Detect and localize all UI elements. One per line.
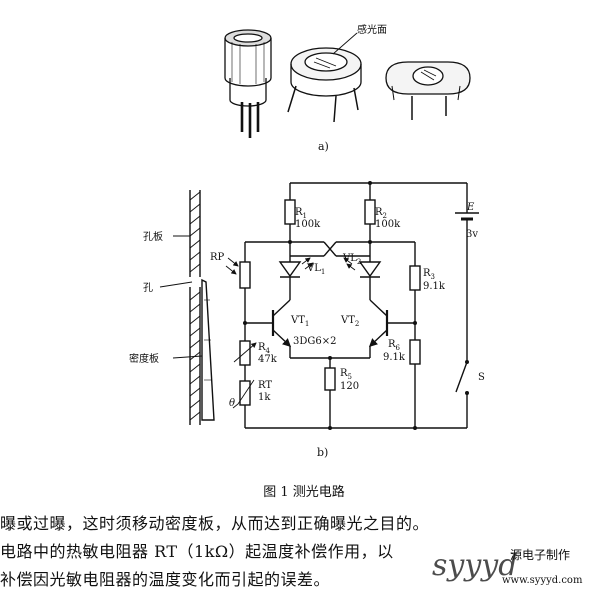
- value-r4: 47k: [258, 354, 278, 365]
- body-text-line-1: 曝或过曝，这时须移动密度板，从而达到正确曝光之目的。: [0, 514, 430, 533]
- value-r5: 120: [340, 381, 359, 392]
- label-r6: R6: [388, 339, 401, 352]
- label-e: E: [466, 202, 475, 213]
- value-r3: 9.1k: [423, 281, 446, 292]
- watermark-logo: syyyd 源电子制作 www.syyyd.com: [432, 548, 583, 586]
- caption-a: a): [318, 140, 329, 153]
- watermark-url: www.syyyd.com: [502, 575, 583, 586]
- figure-caption: 图 1 测光电路: [263, 485, 345, 500]
- sensing-surface-label: 感光面: [357, 23, 387, 36]
- hole-label: 孔: [143, 282, 153, 294]
- value-r1: 100k: [295, 219, 321, 230]
- label-s: S: [478, 372, 485, 383]
- component-drawing-a: [224, 29, 471, 138]
- junction-dots: [243, 181, 469, 430]
- label-r3: R3: [423, 268, 435, 281]
- label-3v: 3v: [466, 229, 478, 240]
- value-rt: 1k: [258, 392, 271, 403]
- label-r5: R5: [340, 368, 352, 381]
- label-r2: R2: [375, 207, 387, 220]
- density-plate-label: 密度板: [129, 352, 159, 365]
- label-vt1: VT1: [290, 315, 309, 328]
- label-vl1: VL1: [306, 263, 325, 276]
- label-r4: R4: [258, 342, 271, 355]
- label-r1: R1: [295, 207, 307, 220]
- label-vl2: VL2: [342, 253, 361, 266]
- round-can-package: [287, 32, 362, 123]
- transistor-part-label: 3DG6×2: [293, 336, 336, 347]
- value-r6: 9.1k: [383, 352, 406, 363]
- hole-plate-label: 孔板: [143, 230, 163, 243]
- body-text-line-2: 电路中的热敏电阻器 RT（1kΩ）起温度补偿作用，以: [0, 542, 394, 561]
- body-text-line-3: 补偿因光敏电阻器的温度变化而引起的误差。: [0, 570, 331, 589]
- oval-package: [385, 61, 471, 120]
- label-vt2: VT2: [340, 315, 359, 328]
- value-r2: 100k: [375, 219, 401, 230]
- label-rt: RT: [258, 380, 272, 391]
- label-rp: RP: [210, 252, 225, 263]
- watermark-brand: syyyd: [432, 548, 517, 583]
- theta-symbol: θ: [229, 398, 235, 409]
- watermark-title: 源电子制作: [510, 548, 570, 562]
- circuit-wires: [159, 182, 479, 429]
- caption-b: b): [317, 446, 328, 459]
- cylinder-package: [224, 29, 272, 138]
